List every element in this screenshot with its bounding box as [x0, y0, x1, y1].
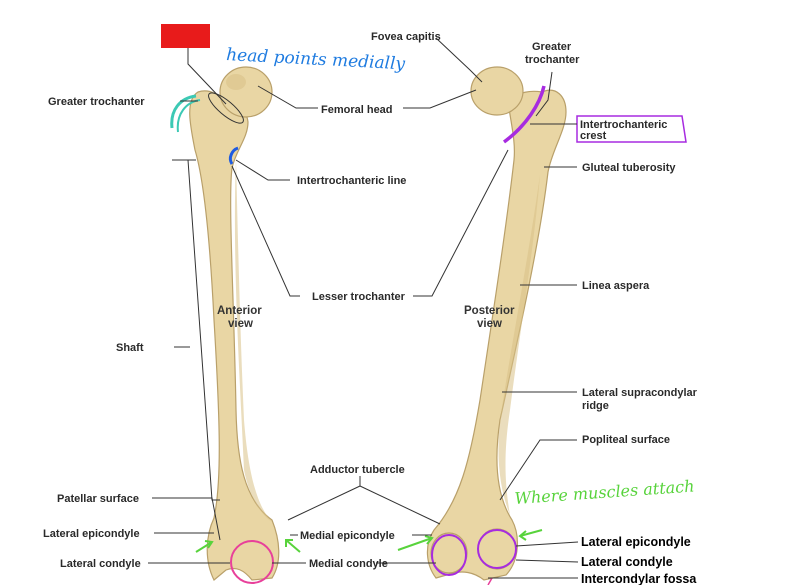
head-pointer-mark — [187, 48, 227, 105]
label-intercondylar-fossa: Intercondylar fossa — [581, 572, 697, 585]
label-popliteal-surface: Popliteal surface — [582, 434, 670, 446]
label-greater-trochanter-anterior: Greater trochanter — [48, 96, 145, 108]
label-lateral-supracondylar-ridge-2: ridge — [582, 400, 609, 412]
intertrochanteric-crest-box — [576, 115, 687, 143]
posterior-femur — [426, 66, 567, 581]
green-arrow-posterior-lateral — [518, 529, 543, 541]
label-lesser-trochanter: Lesser trochanter — [312, 291, 406, 303]
anterior-view-label-2: view — [228, 318, 253, 330]
intertrochanteric-line-mark — [228, 146, 239, 165]
label-lateral-condyle-posterior: Lateral condyle — [581, 555, 673, 569]
label-shaft: Shaft — [116, 342, 144, 354]
anterior-view-label-1: Anterior — [217, 305, 262, 317]
posterior-view-label-2: view — [477, 318, 502, 330]
label-fovea-capitis: Fovea capitis — [371, 31, 441, 43]
label-gluteal-tuberosity: Gluteal tuberosity — [582, 162, 676, 174]
green-arrow-posterior-medial — [397, 535, 434, 551]
intertrochanteric-crest-mark — [502, 85, 546, 144]
label-lateral-condyle-anterior: Lateral condyle — [60, 558, 141, 570]
red-box — [161, 24, 210, 48]
label-greater-trochanter-posterior-2: trochanter — [525, 54, 580, 66]
label-linea-aspera: Linea aspera — [582, 280, 650, 292]
label-intertrochanteric-crest-1: Intertrochanteric — [580, 119, 667, 131]
label-intertrochanteric-crest-2: crest — [580, 130, 607, 142]
label-lateral-epicondyle-posterior: Lateral epicondyle — [581, 535, 691, 549]
green-arrow-anterior-medial — [285, 539, 301, 553]
greater-trochanter-highlight — [170, 94, 197, 129]
label-adductor-tubercle: Adductor tubercle — [310, 464, 405, 476]
posterior-lateral-condyle-circle — [477, 529, 517, 569]
label-lateral-epicondyle-anterior: Lateral epicondyle — [43, 528, 140, 540]
label-medial-condyle: Medial condyle — [309, 558, 388, 570]
posterior-view-label-1: Posterior — [464, 305, 515, 317]
label-patellar-surface: Patellar surface — [57, 493, 139, 505]
label-greater-trochanter-posterior-1: Greater — [532, 41, 572, 53]
label-lateral-supracondylar-ridge-1: Lateral supracondylar — [582, 387, 698, 399]
anterior-condyle-circle — [230, 540, 274, 584]
green-arrow-anterior-lateral — [195, 540, 214, 553]
label-medial-epicondyle: Medial epicondyle — [300, 530, 395, 542]
intercondylar-pink-mark — [487, 577, 493, 585]
muscle-note-annotation: Where muscles attach — [514, 476, 695, 508]
posterior-medial-condyle-circle — [431, 534, 467, 576]
label-intertrochanteric-line: Intertrochanteric line — [297, 175, 406, 187]
head-direction-loop — [208, 92, 244, 124]
label-femoral-head: Femoral head — [321, 104, 393, 116]
